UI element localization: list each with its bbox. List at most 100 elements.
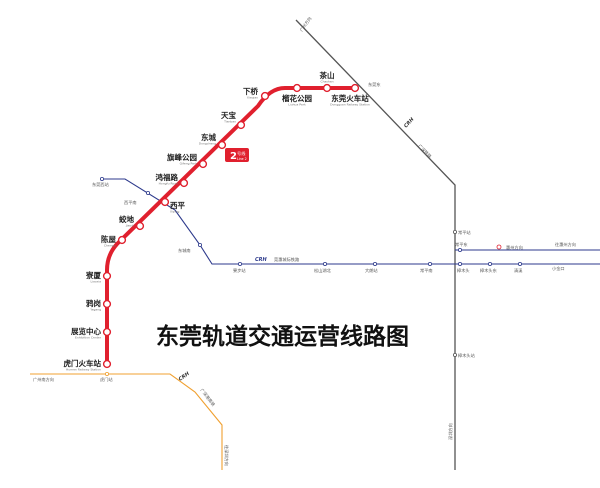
station-name-en: Tianbao: [223, 120, 236, 124]
station-name-en: Exhibition Center: [75, 336, 102, 340]
station-name: 展览中心: [70, 326, 101, 336]
station-name: 天宝: [221, 110, 236, 120]
station-marker[interactable]: [322, 83, 332, 93]
station-qingxi[interactable]: [518, 261, 523, 266]
label-guangshengang: 广深港高铁: [198, 387, 217, 408]
station-name-en: Humen Railway Station: [66, 368, 101, 372]
station-name-en: Xiping: [170, 210, 180, 214]
label-changping-dong: 常平东: [455, 241, 468, 248]
label-guangshen: 广深铁路: [417, 143, 434, 161]
station-name-en: Hongfu Road: [159, 182, 178, 186]
station-dongcheng-south[interactable]: [197, 242, 202, 247]
crh-badge-guangshen: CRH: [403, 116, 416, 129]
marker-huizhou-dir: [496, 244, 502, 250]
station-dalang[interactable]: [372, 261, 377, 266]
station-name: 茶山: [319, 70, 335, 80]
map-title: 东莞轨道交通运营线路图: [156, 323, 409, 350]
station-name-en: Chenwu: [104, 244, 116, 248]
label-dongguan-east: 东莞东: [368, 81, 381, 88]
label-to-huizhou: 往惠州方向: [555, 241, 576, 248]
station-name: 东城: [201, 132, 216, 142]
station-xiping-south[interactable]: [145, 190, 150, 195]
guangshen-railway: 广州方向 CRH 广深铁路 常平站 樟木头站 深圳方向: [295, 15, 475, 470]
label-xiping-south: 西平南: [124, 199, 137, 206]
station-changping-nan[interactable]: [427, 261, 432, 266]
station-marker[interactable]: [117, 235, 127, 245]
station-name-en: Dongcheng: [199, 142, 216, 146]
label-qingxi: 清溪: [514, 267, 523, 274]
line-2-badge-sublabel: Line 2: [237, 157, 247, 161]
station-songshanhu[interactable]: [322, 261, 327, 266]
label-dongcheng-south: 东城南: [178, 247, 191, 254]
station-name-en: Yagang: [90, 308, 101, 312]
station-name: 东莞火车站: [331, 93, 369, 103]
station-humen-hsr[interactable]: [105, 371, 110, 376]
station-name: 陈屋: [101, 234, 116, 244]
station-name-en: Qifeng Park: [180, 162, 198, 166]
station-zhangmutou-east[interactable]: [452, 229, 457, 234]
station-name-en: Liuhua Park: [288, 103, 306, 107]
guangshengang-line: [30, 373, 223, 470]
station-marker[interactable]: [102, 271, 112, 281]
crh-label-hsr: CRH: [178, 371, 192, 383]
guanhui-intercity: 东莞西站 西平南 东城南 CRH 莞惠城际铁路 寮步站 松山湖北 大朗站 常平南…: [92, 176, 600, 274]
label-pinghu: 深圳方向: [447, 423, 454, 440]
line-2-badge-number: 2: [230, 151, 237, 162]
station-marker[interactable]: [102, 299, 112, 309]
guangshen-line: [295, 19, 456, 470]
label-xiaojinkou: 小金口: [552, 265, 565, 272]
label-tangxia-dir: 惠州方向: [506, 244, 523, 251]
station-zhangmutou[interactable]: [452, 352, 457, 357]
station-marker[interactable]: [179, 178, 189, 188]
label-zhangmutou-north: 樟木头东: [480, 267, 497, 274]
crh-badge-hsr: CRH: [178, 371, 192, 383]
line-2-badge: 2 号线 Line 2: [225, 148, 249, 162]
label-changping-nan: 常平南: [420, 267, 433, 274]
station-marker[interactable]: [160, 197, 170, 207]
station-marker[interactable]: [292, 83, 302, 93]
label-guanhui: 莞惠城际铁路: [274, 256, 300, 263]
station-dongguan-west[interactable]: [100, 176, 105, 181]
station-marker[interactable]: [102, 327, 112, 337]
label-songshanhu: 松山湖北: [314, 267, 332, 274]
crh-label: CRH: [403, 116, 416, 129]
station-name: 鸦岗: [85, 298, 101, 308]
label-to-shenzhen: 往深圳方向: [223, 445, 230, 466]
station-name: 鸿福路: [156, 172, 179, 182]
station-marker[interactable]: [198, 159, 208, 169]
guanhui-crh: CRH 莞惠城际铁路: [255, 256, 300, 263]
station-name: 寮厦: [85, 270, 101, 280]
station-marker[interactable]: [260, 91, 270, 101]
station-name: 榴花公园: [282, 93, 312, 103]
station-marker[interactable]: [236, 120, 246, 130]
station-name: 蛟地: [119, 214, 134, 224]
label-zhangmutou: 樟木头站: [458, 352, 475, 359]
station-changping-dong[interactable]: [457, 247, 462, 252]
station-name-en: Jiaodi: [125, 224, 134, 228]
line-2-badge-label: 号线: [237, 150, 246, 157]
guanhui-line: [102, 178, 600, 265]
station-liaobu[interactable]: [237, 261, 242, 266]
label-zhangmutou-east: 常平站: [458, 229, 471, 236]
station-name-en: Chashan: [320, 80, 333, 84]
station-name-en: Dongguan Railway Station: [330, 103, 370, 107]
label-changping-hub: 樟木头: [457, 267, 470, 274]
station-zhangmutou-north[interactable]: [487, 261, 492, 266]
label-dongguan-west: 东莞西站: [92, 181, 109, 188]
station-name-en: Xiaqiao: [247, 96, 258, 100]
station-marker[interactable]: [350, 83, 360, 93]
station-changping-hub[interactable]: [457, 261, 462, 266]
station-marker[interactable]: [217, 140, 227, 150]
station-marker[interactable]: [102, 359, 112, 369]
station-name: 下桥: [243, 86, 258, 96]
station-marker[interactable]: [135, 221, 145, 231]
station-name: 旗峰公园: [167, 152, 197, 162]
station-name: 虎门火车站: [64, 358, 102, 368]
line-2-track: [105, 86, 357, 366]
label-dalang: 大朗站: [365, 267, 378, 274]
label-humen-hsr: 虎门站: [100, 376, 113, 383]
